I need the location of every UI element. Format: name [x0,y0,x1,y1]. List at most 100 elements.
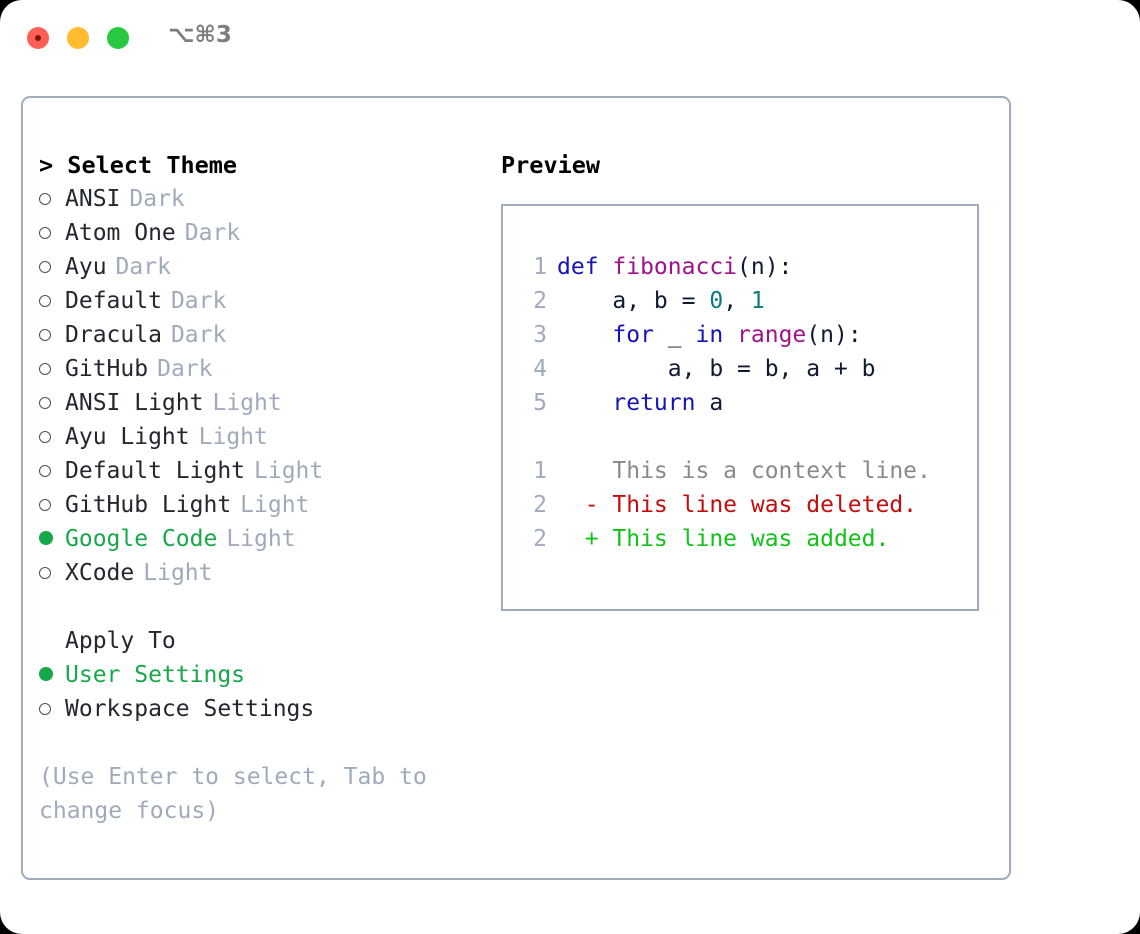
theme-picker-header: > Select Theme [39,151,238,179]
radio-glyph [39,431,51,443]
radio-glyph [39,363,51,375]
line-number: 5 [533,390,547,416]
code-token: (n): [806,322,862,348]
radio-unselected-icon[interactable] [39,216,65,250]
minimize-button[interactable] [67,27,89,49]
radio-unselected-icon[interactable] [39,250,65,284]
code-token: a [695,390,724,416]
code-line: 4 a, b = b, a + b [503,352,977,386]
radio-unselected-icon[interactable] [39,386,65,420]
line-number: 1 [533,254,547,280]
theme-list-item[interactable]: GitHub Light Light [39,488,489,522]
diff-text: - This line was deleted. [557,492,918,518]
theme-variant-tag: Dark [115,254,171,280]
code-token: return [612,390,696,416]
maximize-button[interactable] [107,27,129,49]
radio-glyph [39,667,53,681]
apply-to-option[interactable]: User Settings [39,658,489,692]
radio-glyph [39,567,51,579]
radio-unselected-icon[interactable] [39,454,65,488]
apply-to-option[interactable]: Workspace Settings [39,692,489,726]
line-number: 1 [533,458,547,484]
preview-title: Preview [501,151,601,179]
code-token: (n): [737,254,793,280]
keyboard-hint: (Use Enter to select, Tab to change focu… [39,764,427,824]
theme-name: GitHub Light [65,492,232,518]
code-token: def [557,254,613,280]
theme-variant-tag: Light [198,424,268,450]
radio-glyph [39,227,51,239]
radio-glyph [39,397,51,409]
apply-to-label: User Settings [65,662,246,688]
title-bar: ⌥⌘3 [0,0,1140,78]
theme-name: Google Code [65,526,218,552]
radio-unselected-icon[interactable] [39,488,65,522]
radio-unselected-icon[interactable] [39,284,65,318]
line-number: 3 [533,322,547,348]
radio-unselected-icon[interactable] [39,420,65,454]
code-line: 3 for _ in range(n): [503,318,977,352]
diff-line: 1 This is a context line. [503,454,977,488]
radio-glyph [39,193,51,205]
theme-list-item[interactable]: ANSI Light Light [39,386,489,420]
theme-list-item[interactable]: XCode Light [39,556,489,590]
theme-variant-tag: Dark [129,186,185,212]
radio-glyph [39,295,51,307]
radio-glyph [39,703,51,715]
diff-line: 2 - This line was deleted. [503,488,977,522]
code-token: fibonacci [612,254,738,280]
radio-glyph [39,329,51,341]
theme-variant-tag: Light [143,560,213,586]
theme-name: ANSI Light [65,390,204,416]
radio-unselected-icon[interactable] [39,556,65,590]
keyboard-shortcut-label: ⌥⌘3 [168,22,232,48]
code-diff-separator [503,420,977,454]
diff-sample: 1 This is a context line.2 - This line w… [503,454,977,556]
theme-list-item[interactable]: Google Code Light [39,522,489,556]
code-line: 5 return a [503,386,977,420]
code-token: _ [653,322,696,348]
theme-name: ANSI [65,186,121,212]
radio-unselected-icon[interactable] [39,182,65,216]
line-number: 4 [533,356,547,382]
theme-name: Atom One [65,220,176,246]
radio-glyph [39,261,51,273]
theme-name: XCode [65,560,135,586]
radio-unselected-icon[interactable] [39,692,65,726]
line-number: 2 [533,526,547,552]
radio-selected-icon[interactable] [39,522,65,556]
code-token: range [737,322,807,348]
code-token [557,322,612,348]
close-button[interactable] [27,27,49,49]
code-token: 1 [750,288,765,314]
theme-name: Ayu Light [65,424,190,450]
theme-variant-tag: Light [212,390,282,416]
theme-variant-tag: Light [226,526,296,552]
theme-list-item[interactable]: Ayu Light Light [39,420,489,454]
radio-unselected-icon[interactable] [39,352,65,386]
radio-selected-icon[interactable] [39,658,65,692]
apply-to-label: Workspace Settings [65,696,315,722]
theme-variant-tag: Light [240,492,310,518]
radio-glyph [39,499,51,511]
line-number: 2 [533,288,547,314]
theme-variant-tag: Dark [157,356,213,382]
code-token: a, b = [557,288,710,314]
code-token [557,390,612,416]
section-spacer [39,590,489,624]
diff-text: + This line was added. [557,526,890,552]
theme-list-item[interactable]: ANSI Dark [39,182,489,216]
radio-unselected-icon[interactable] [39,318,65,352]
